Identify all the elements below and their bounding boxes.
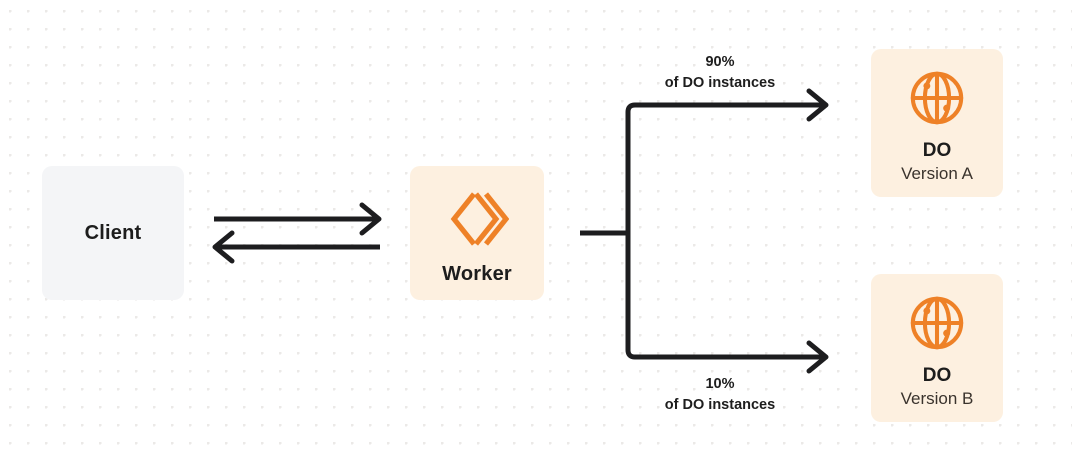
node-worker-label: Worker xyxy=(442,262,512,285)
node-client-label: Client xyxy=(84,221,142,244)
edge-label-do-b-text: of DO instances xyxy=(664,397,776,414)
arrow-client-to-worker xyxy=(214,202,382,236)
node-do-a-version: Version A xyxy=(901,164,973,184)
globe-icon xyxy=(908,69,966,127)
node-worker: Worker xyxy=(410,166,544,300)
arrowhead-to-do-a xyxy=(806,88,829,122)
workers-logo-icon xyxy=(445,187,510,251)
edge-label-do-a: 90% of DO instances xyxy=(629,52,811,94)
connector-worker-split xyxy=(580,102,823,360)
node-do-b-label: DO xyxy=(922,364,952,386)
node-do-version-a: DO Version A xyxy=(871,49,1003,197)
edge-label-do-b-percent: 10% xyxy=(705,376,735,392)
edge-label-do-a-percent: 90% xyxy=(705,54,735,70)
arrowhead-to-do-b xyxy=(806,340,829,374)
edge-label-do-b: 10% of DO instances xyxy=(629,374,811,416)
node-do-a-label: DO xyxy=(922,139,952,161)
node-do-version-b: DO Version B xyxy=(871,274,1003,422)
node-do-b-version: Version B xyxy=(900,389,974,409)
edge-label-do-a-text: of DO instances xyxy=(664,75,776,92)
globe-icon xyxy=(908,294,966,352)
arrow-worker-to-client xyxy=(212,230,380,264)
node-client: Client xyxy=(42,166,184,300)
